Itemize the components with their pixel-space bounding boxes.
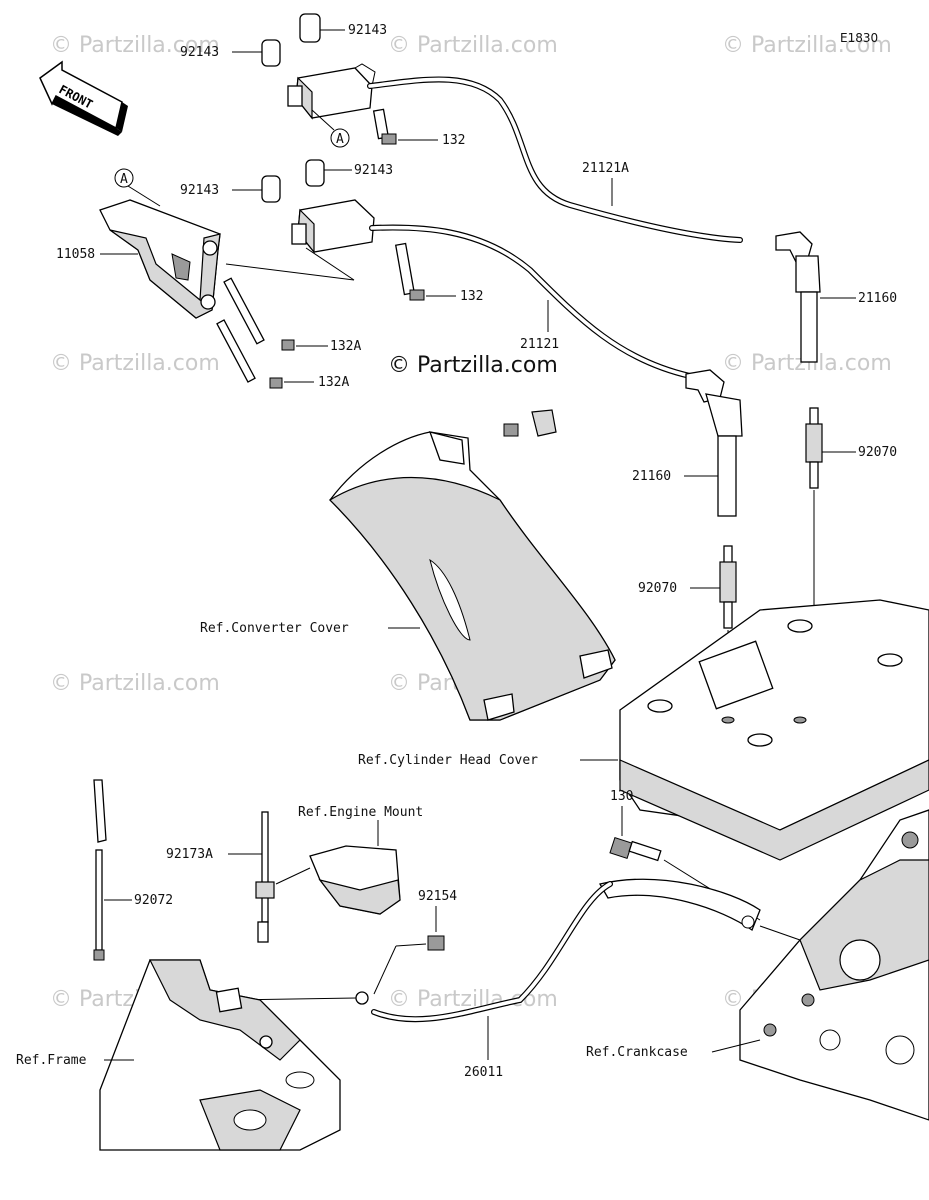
ref-converter-cover: Ref.Converter Cover (200, 621, 349, 636)
part-label: 92070 (638, 581, 677, 596)
part-label: 11058 (56, 247, 95, 262)
part-label: 132A (330, 339, 361, 354)
watermark: © Partzilla.com (388, 33, 558, 58)
part-label: 92173A (166, 847, 213, 862)
ref-engine-mount: Ref.Engine Mount (298, 805, 423, 820)
part-label: 92143 (348, 23, 387, 38)
part-label: 21121 (520, 337, 559, 352)
part-label: 92070 (858, 445, 897, 460)
part-label: 92143 (354, 163, 393, 178)
part-label: 132 (460, 289, 483, 304)
cable-tie-92173a (255, 811, 275, 943)
ref-frame: Ref.Frame (16, 1053, 87, 1068)
watermark: © Partzilla.com (50, 351, 220, 376)
callout-a: A (120, 172, 128, 187)
part-label: 130 (610, 789, 633, 804)
part-label: 21160 (632, 469, 671, 484)
spark-plug-left (719, 545, 737, 629)
cable-tie-92072 (93, 779, 107, 961)
spark-plug-right (805, 407, 823, 489)
bolt-130 (609, 836, 662, 862)
frame (99, 959, 341, 1151)
watermark: © Partzilla.com (50, 33, 220, 58)
ref-crankcase: Ref.Crankcase (586, 1045, 688, 1060)
part-label: 92154 (418, 889, 457, 904)
part-label: 26011 (464, 1065, 503, 1080)
part-label: 132 (442, 133, 465, 148)
diagram-code: E1830 (840, 31, 878, 45)
cylinder-head-cover (619, 599, 929, 861)
coil-bracket (99, 199, 221, 319)
watermark-center: © Partzilla.com (388, 353, 558, 378)
converter-cover (329, 431, 616, 721)
part-label: 92143 (180, 183, 219, 198)
ignition-coil-upper (261, 13, 397, 145)
ref-cylinder-head-cover: Ref.Cylinder Head Cover (358, 753, 538, 768)
part-label: 132A (318, 375, 349, 390)
callout-a: A (336, 132, 344, 147)
ignition-coil-lower (261, 159, 425, 301)
part-label: 92143 (180, 45, 219, 60)
engine-mount (309, 845, 401, 915)
front-arrow-icon: FRONT (39, 60, 128, 136)
part-label: 92072 (134, 893, 173, 908)
crankcase (739, 809, 929, 1121)
part-label: 21121A (582, 161, 629, 176)
watermark: © Partzilla.com (722, 33, 892, 58)
watermark: © Partzilla.com (50, 671, 220, 696)
part-label: 21160 (858, 291, 897, 306)
